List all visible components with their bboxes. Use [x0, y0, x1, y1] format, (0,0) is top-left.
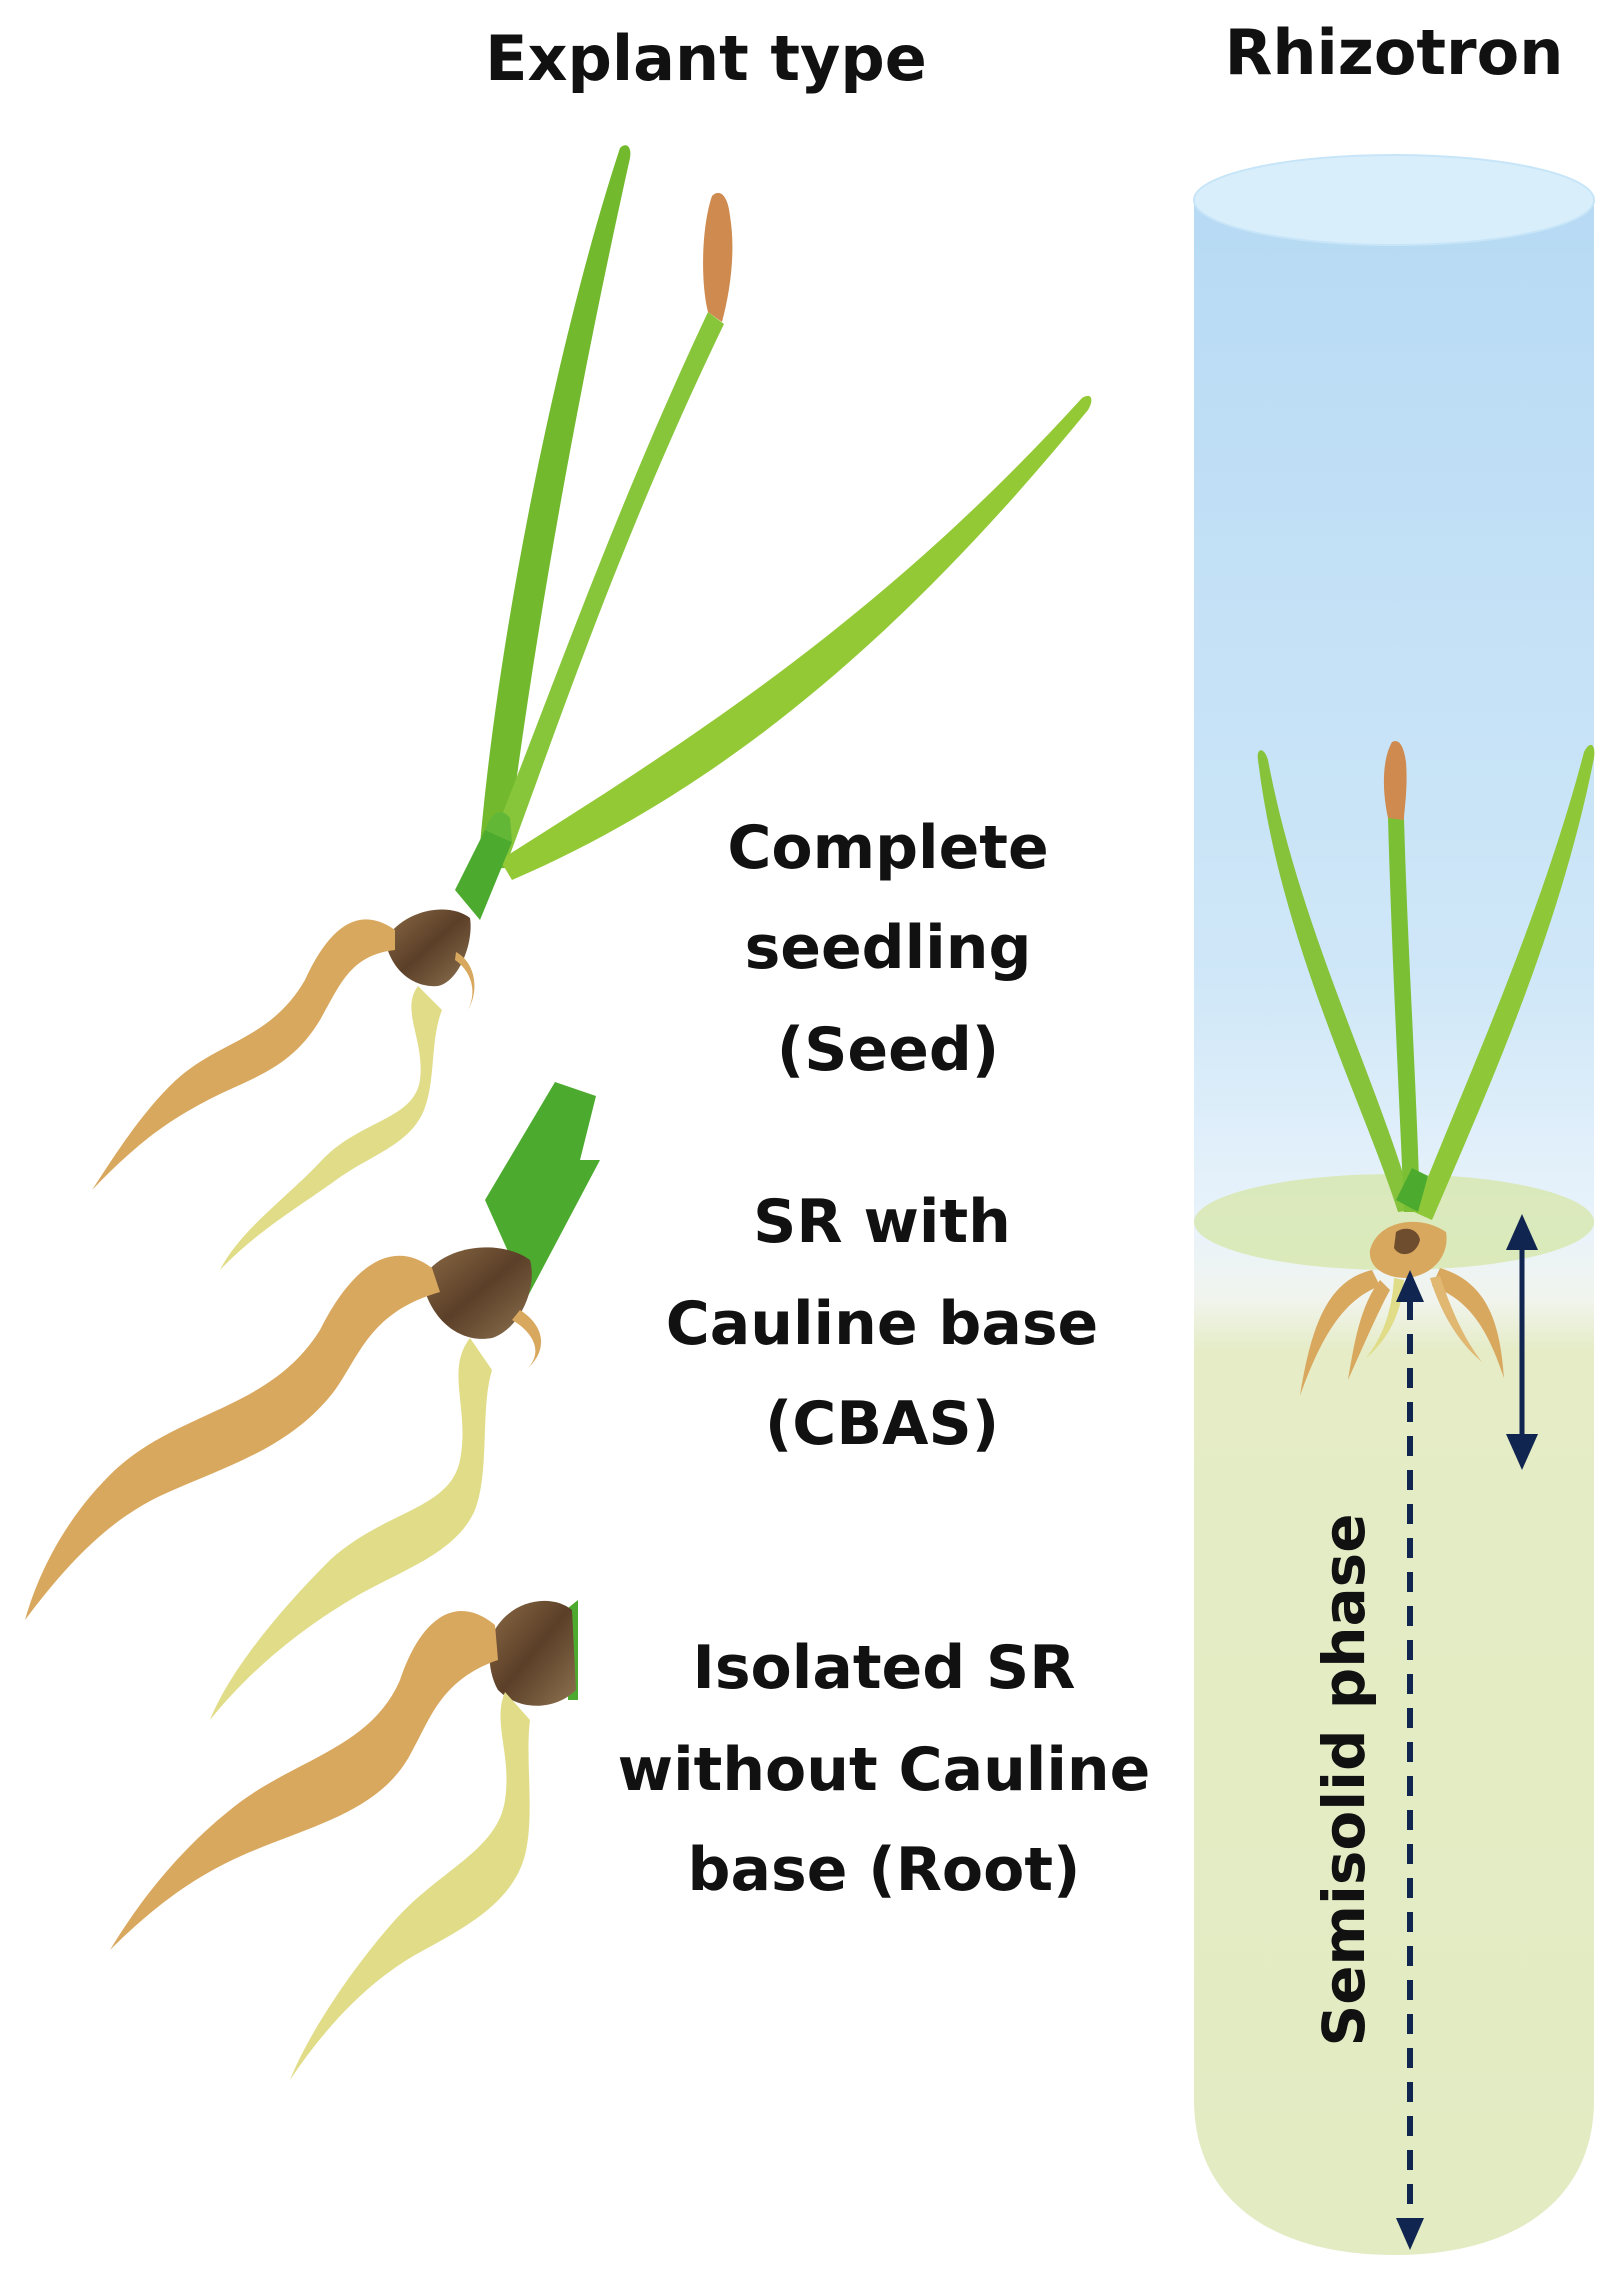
medium-surface [1194, 1174, 1594, 1270]
cbas-line3: (CBAS) [765, 1389, 999, 1459]
root-line2: without Cauline [618, 1735, 1151, 1805]
complete-seedling-line1: Complete [727, 813, 1048, 883]
cbas-label: SR with Cauline base (CBAS) [666, 1187, 1099, 1459]
rhizotron-seedling [1257, 741, 1595, 1396]
semisolid-arrow [1396, 1270, 1424, 2250]
explant-type-header: Explant type [485, 22, 927, 95]
root-line1: Isolated SR [693, 1633, 1076, 1703]
root-line3: base (Root) [688, 1835, 1081, 1905]
cbas-line2: Cauline base [666, 1289, 1099, 1359]
root-illustration [110, 1600, 578, 2080]
depth-arrow [1506, 1214, 1538, 1470]
complete-seedling-label: Complete seedling (Seed) [727, 813, 1048, 1085]
complete-seedling-line3: (Seed) [777, 1015, 999, 1085]
rhizotron-tube [1193, 154, 1595, 2255]
semisolid-phase-label: Semisolid phase [1310, 1513, 1378, 2046]
cbas-line1: SR with [753, 1187, 1011, 1257]
rhizotron-header: Rhizotron [1225, 16, 1564, 89]
tube-top-opening [1194, 155, 1594, 245]
root-label: Isolated SR without Cauline base (Root) [618, 1633, 1151, 1905]
complete-seedling-illustration [92, 145, 1092, 1270]
complete-seedling-line2: seedling [745, 913, 1032, 983]
cbas-illustration [25, 1082, 600, 1720]
